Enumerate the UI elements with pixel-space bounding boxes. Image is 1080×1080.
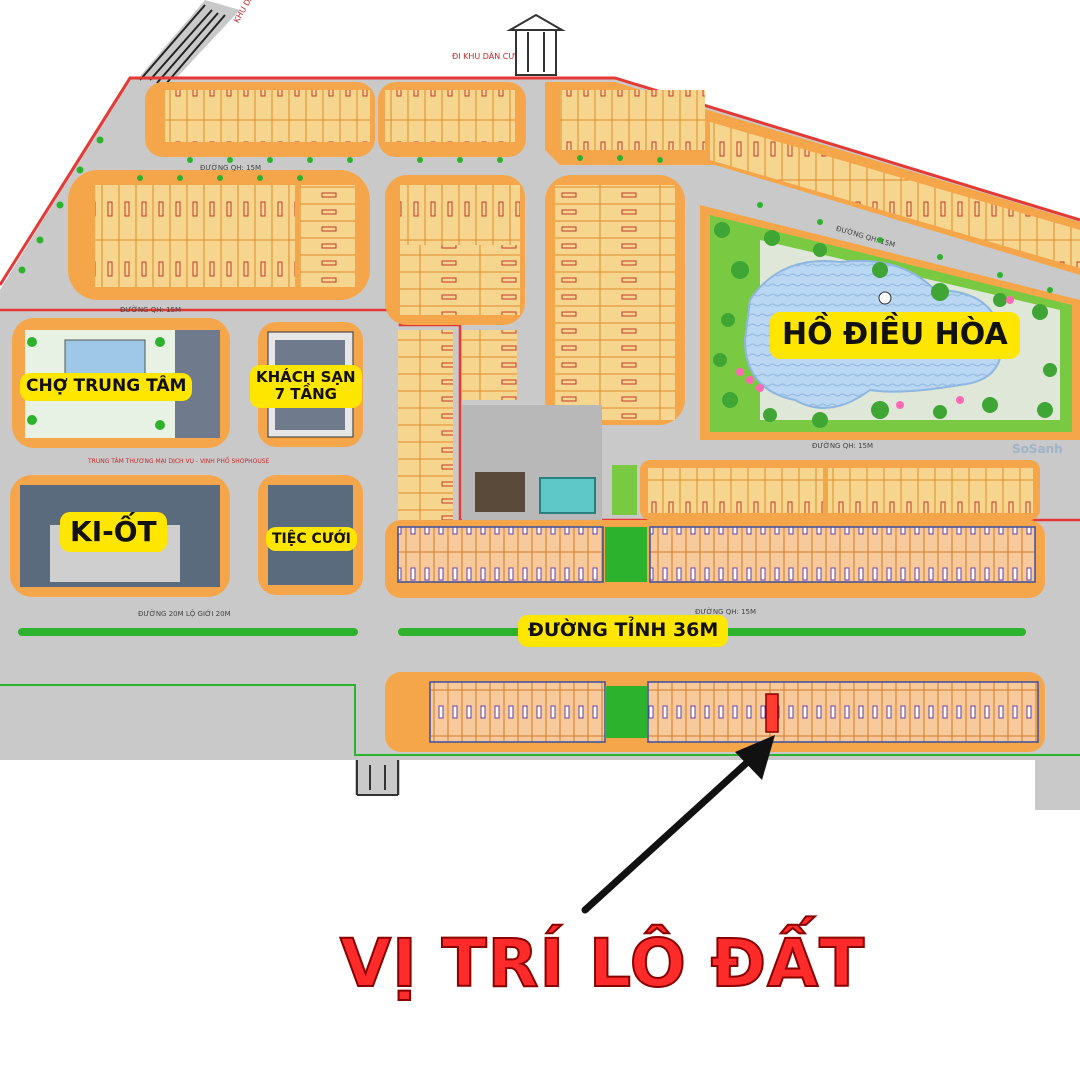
block-top-1 [145, 82, 375, 157]
site-boundary-bottom [0, 684, 1080, 756]
road-label-mid-left: ĐƯỜNG QH: 15M [120, 306, 182, 314]
market-label: CHỢ TRUNG TÂM [20, 373, 193, 401]
arrow-pointer-icon [581, 735, 775, 914]
entrance-bottom-left [356, 760, 399, 796]
block-west-residential [68, 170, 370, 300]
block-top-3 [545, 82, 1080, 275]
row-north-provincial [385, 520, 1045, 598]
block-central [385, 175, 525, 325]
kiosk-label: KI-ỐT [60, 512, 167, 553]
hotel-label: KHÁCH SẠN 7 TẦNG [250, 365, 362, 408]
tree-line-dots [18, 136, 1053, 293]
lot-location-callout: VỊ TRÍ LÔ ĐẤT [339, 924, 866, 1003]
block-top-2 [378, 82, 526, 157]
entrance-top-left [139, 4, 226, 86]
road-label-lake-bottom: ĐƯỜNG QH: 15M [812, 442, 874, 450]
shophouse-row-upper [640, 460, 1040, 520]
top-entry-label: ĐI KHU DÂN CƯ [452, 52, 516, 61]
provincial-road-label: ĐƯỜNG TỈNH 36M [518, 615, 729, 647]
target-lot[interactable] [765, 693, 779, 733]
road-label-top-left: ĐƯỜNG QH: 15M [200, 164, 262, 172]
lake-label: HỒ ĐIỀU HÒA [770, 312, 1020, 359]
median-left [18, 628, 358, 636]
road-label-center: ĐƯỜNG QH: 15M [695, 608, 757, 616]
hotel-label-line2: 7 TẦNG [274, 385, 337, 404]
site-boundary-top [0, 76, 1080, 286]
amenity-zone [462, 405, 637, 520]
block-beside-lake [545, 175, 685, 425]
wedding-label: TIỆC CƯỚI [266, 527, 357, 552]
sosanh-watermark-icon: SoSanh [1012, 442, 1063, 456]
entrance-top [506, 13, 566, 76]
hotel-label-line1: KHÁCH SẠN [256, 368, 356, 386]
trade-center-label: TRUNG TÂM THƯƠNG MẠI DỊCH VỤ - VỊNH PHỐ … [88, 458, 270, 465]
row-south-provincial [385, 672, 1045, 752]
road-label-lower-left: ĐƯỜNG 20M LỘ GIỚI 20M [138, 610, 231, 618]
